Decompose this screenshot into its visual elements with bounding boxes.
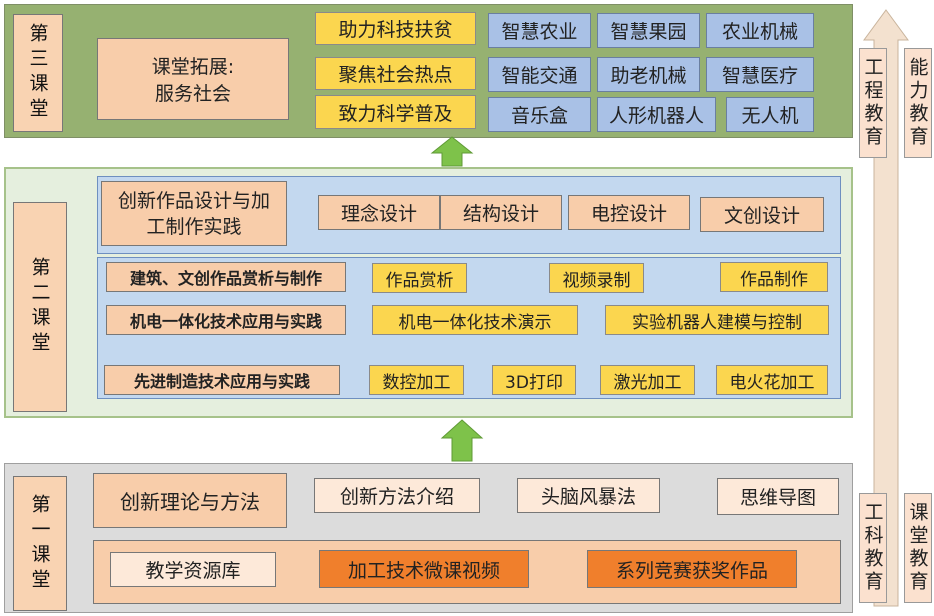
row-item: 作品制作 (720, 262, 828, 292)
row-item: 机电一体化技术演示 (372, 305, 578, 335)
row-item: 激光加工 (600, 365, 695, 395)
row-title: 机电一体化技术应用与实践 (106, 305, 346, 335)
yellow-item: 聚焦社会热点 (315, 57, 476, 90)
ability-education-tag: 能力教育 (904, 48, 932, 158)
blue-item: 智慧医疗 (706, 57, 814, 92)
row-item: 实验机器人建模与控制 (605, 305, 829, 335)
theory-item: 头脑风暴法 (517, 478, 660, 513)
classroom-education-tag: 课堂教育 (904, 493, 932, 603)
theory-title-box: 创新理论与方法 (93, 473, 287, 528)
resource-item: 加工技术微课视频 (319, 550, 529, 588)
innovation-title-line1: 创新作品设计与加 (117, 189, 270, 212)
up-arrow-icon (430, 136, 474, 167)
row-item: 3D打印 (492, 365, 576, 395)
technical-education-tag: 工科教育 (859, 493, 887, 603)
row-title: 建筑、文创作品赏析与制作 (106, 262, 346, 292)
row-item: 作品赏析 (372, 263, 467, 293)
blue-item: 人形机器人 (597, 97, 716, 132)
row-title: 先进制造技术应用与实践 (104, 365, 340, 395)
design-item: 文创设计 (700, 197, 824, 232)
design-item: 电控设计 (568, 195, 690, 230)
blue-item: 无人机 (726, 97, 814, 132)
first-classroom-label: 第一课堂 (13, 476, 67, 611)
innovation-title-box: 创新作品设计与加 工制作实践 (101, 181, 287, 246)
second-classroom-label: 第二课堂 (13, 202, 67, 412)
theory-item: 创新方法介绍 (314, 478, 480, 513)
row-item: 电火花加工 (716, 365, 828, 395)
row-item: 视频录制 (549, 263, 644, 293)
design-item: 结构设计 (440, 195, 562, 230)
resource-title: 教学资源库 (110, 552, 276, 587)
blue-item: 助老机械 (597, 57, 700, 92)
yellow-item: 助力科技扶贫 (315, 12, 476, 45)
row-item: 数控加工 (369, 365, 464, 395)
blue-item: 智慧果园 (597, 13, 700, 48)
blue-item: 农业机械 (706, 13, 814, 48)
yellow-item: 致力科学普及 (315, 95, 476, 129)
theory-item: 思维导图 (717, 478, 839, 515)
up-arrow-icon (440, 419, 484, 462)
design-item: 理念设计 (318, 195, 440, 230)
blue-item: 智慧农业 (488, 13, 591, 48)
resource-item: 系列竞赛获奖作品 (587, 550, 797, 588)
innovation-title-line2: 工制作实践 (146, 215, 242, 238)
long-up-arrow-icon (863, 9, 909, 607)
service-society-line1: 课堂拓展: (151, 56, 235, 78)
service-society-box: 课堂拓展: 服务社会 (97, 38, 289, 120)
blue-item: 音乐盒 (488, 97, 591, 132)
engineering-education-tag: 工程教育 (859, 48, 887, 158)
blue-item: 智能交通 (488, 57, 591, 92)
third-classroom-label: 第三课堂 (13, 14, 63, 132)
service-society-line2: 服务社会 (154, 83, 231, 105)
